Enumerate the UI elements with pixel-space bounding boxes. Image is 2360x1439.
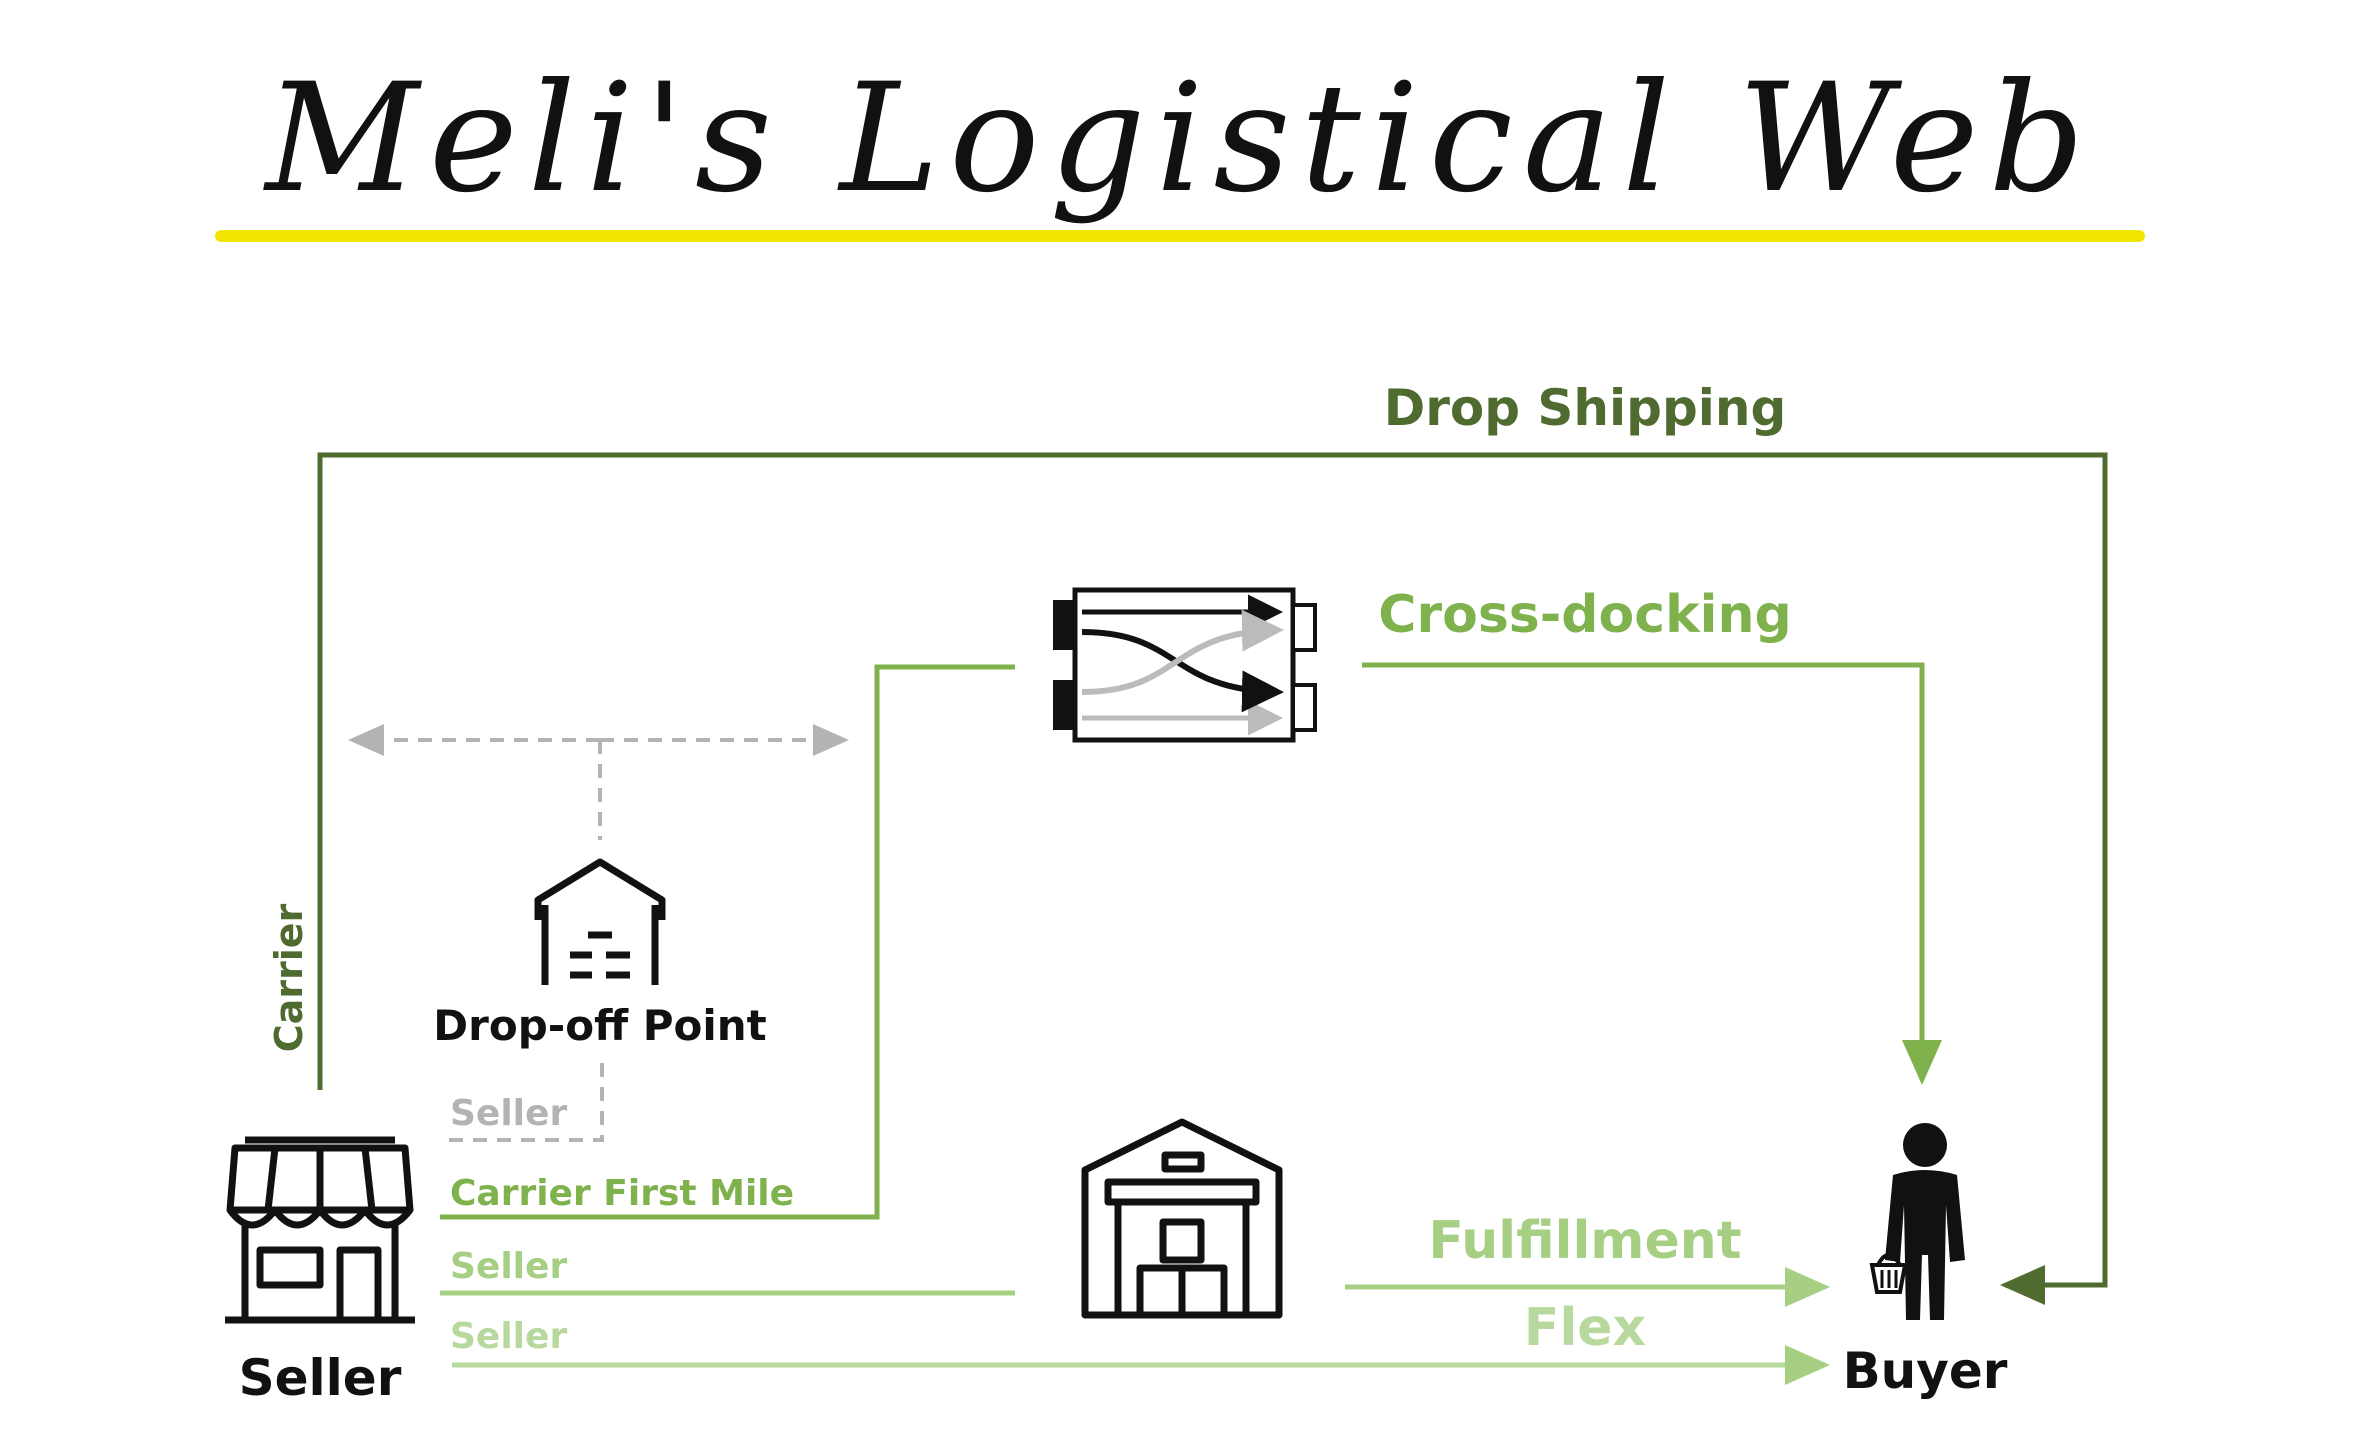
shopper-with-basket-icon (1869, 1123, 1965, 1320)
title-underline (215, 230, 2145, 242)
label-carrier: Carrier (267, 903, 311, 1052)
route-drop-off (348, 724, 849, 1142)
route-drop-shipping (317, 452, 2108, 1305)
label-seller-flex: Seller (450, 1316, 567, 1357)
label-cross-docking: Cross-docking (1378, 585, 1791, 645)
label-flex: Flex (1524, 1298, 1646, 1358)
label-carrier-first-mile: Carrier First Mile (450, 1173, 794, 1214)
drop-off-label: Drop-off Point (433, 1001, 766, 1050)
label-seller-fulfillment: Seller (450, 1246, 567, 1287)
fulfillment-warehouse-icon (1081, 1118, 1283, 1319)
buyer-label: Buyer (1843, 1342, 2008, 1400)
storefront-icon (225, 1136, 415, 1324)
label-fulfillment: Fulfillment (1428, 1211, 1741, 1271)
label-drop-shipping: Drop Shipping (1384, 379, 1787, 437)
cross-docking-facility-icon (1053, 587, 1317, 743)
seller-label: Seller (239, 1349, 402, 1407)
route-cross-docking (1362, 662, 1942, 1085)
page-title: Meli's Logistical Web (262, 52, 2094, 226)
label-seller-dropoff: Seller (450, 1093, 567, 1134)
warehouse-house-icon (534, 858, 666, 985)
route-carrier-first-mile (440, 664, 1015, 1220)
